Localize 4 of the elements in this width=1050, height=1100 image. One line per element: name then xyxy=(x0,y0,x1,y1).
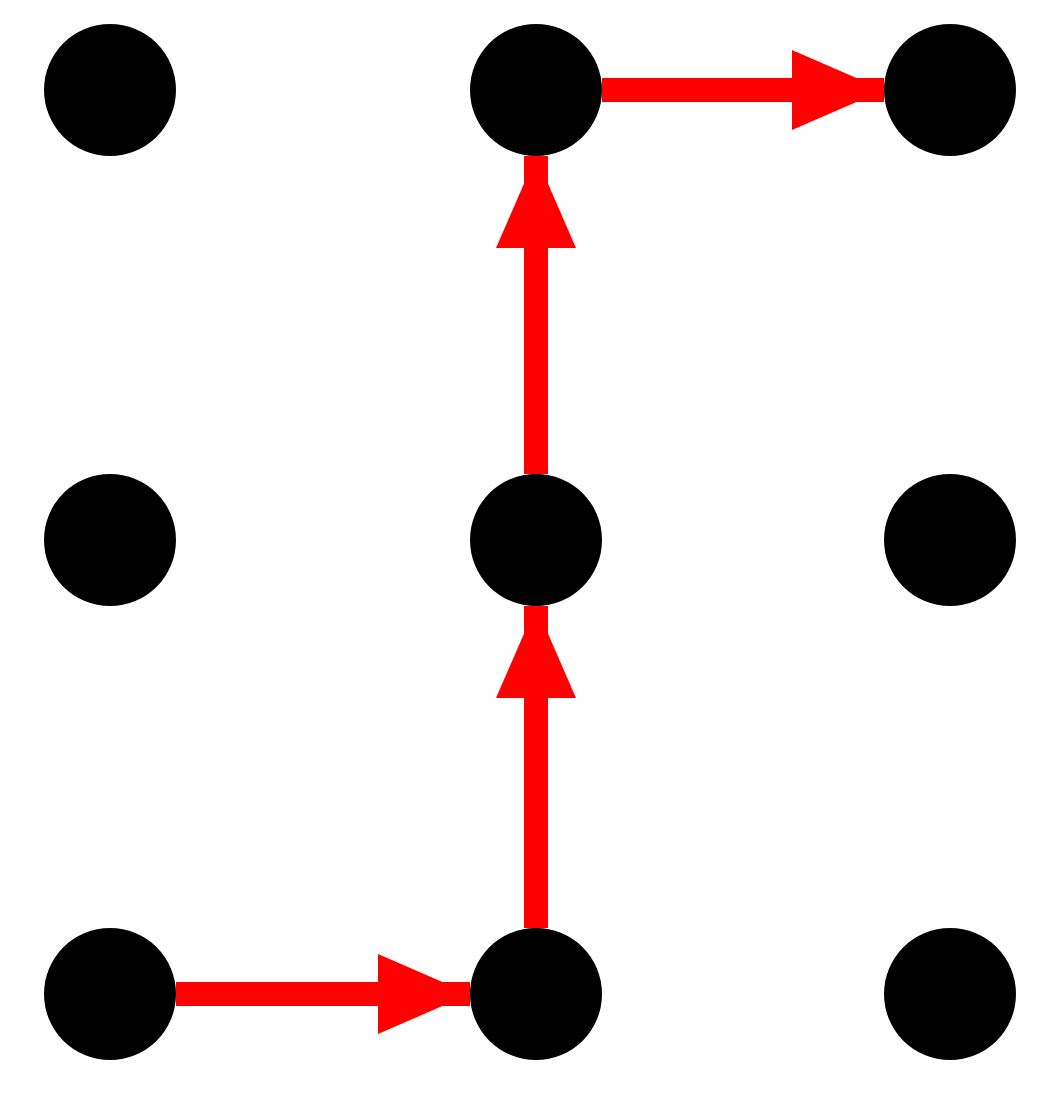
arrow xyxy=(176,954,470,1034)
arrow xyxy=(602,50,884,130)
arrow xyxy=(496,156,576,474)
arrow xyxy=(496,606,576,928)
